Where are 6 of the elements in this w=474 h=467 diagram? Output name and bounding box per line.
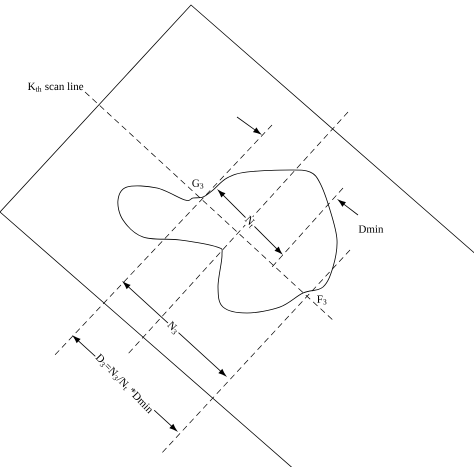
text-label: K$_{th}$ scan line — [28, 82, 84, 92]
text-label: F$_{3}$ — [317, 296, 326, 304]
text-label: G$_{3}$ — [192, 180, 204, 188]
text-label: Dmin — [358, 225, 384, 233]
text-label: N$_{t}$ — [242, 214, 258, 230]
text-label: N$_{3}$ — [164, 319, 182, 337]
